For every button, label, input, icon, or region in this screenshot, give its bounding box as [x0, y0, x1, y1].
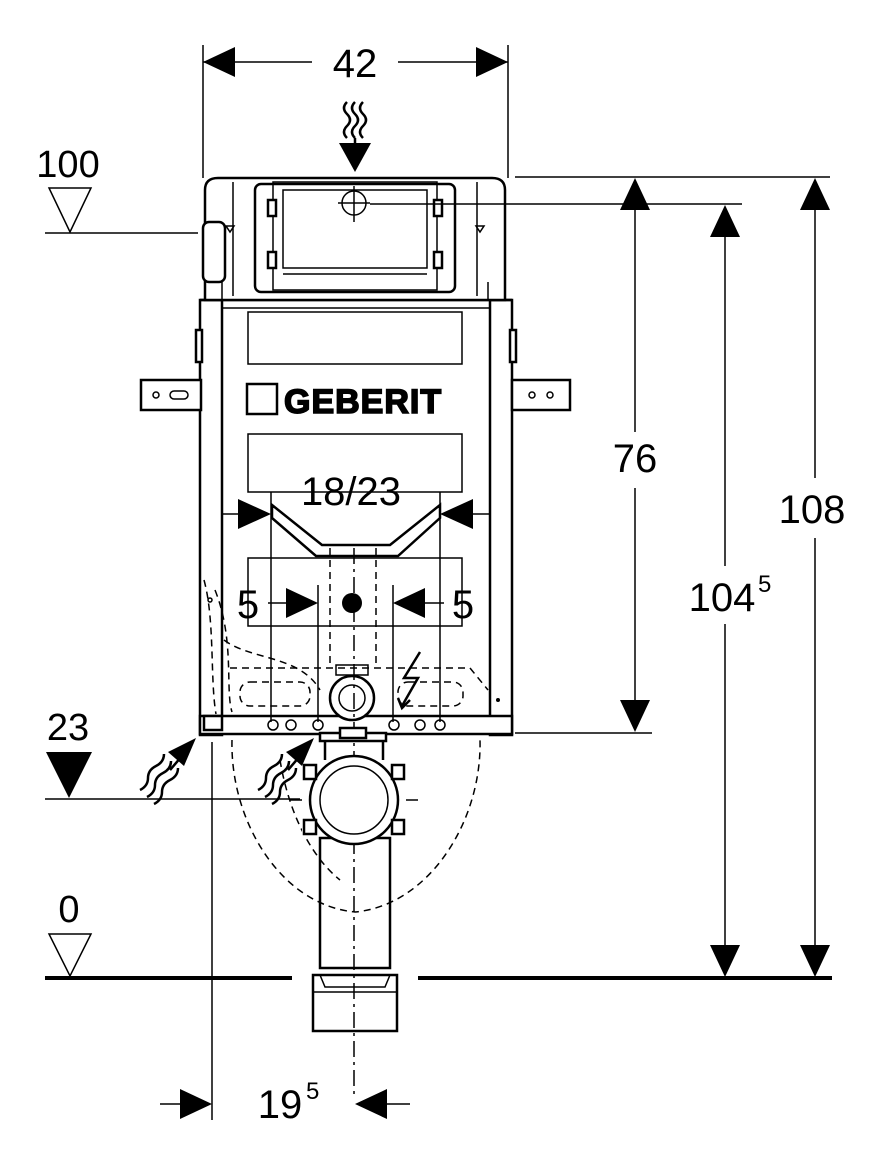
level-0-label: 0 [58, 889, 79, 931]
dim-height-total: 108 [779, 178, 846, 977]
geberit-logo: GEBERIT [245, 382, 442, 422]
dim-height-actuation: 104 5 [370, 203, 771, 977]
dim-right-offset-label: 5 [452, 583, 474, 627]
level-0: 0 [47, 889, 93, 978]
cistern [201, 176, 507, 302]
center-marker [342, 593, 362, 613]
dim-bottom-offset: 19 5 [160, 742, 410, 1127]
electrical-icon [400, 651, 422, 707]
dim-height-total-label: 108 [779, 488, 846, 532]
dim-width-top-label: 42 [333, 42, 378, 86]
dim-height-frame: 76 [515, 176, 830, 734]
level-23: 23 [45, 707, 300, 800]
drain-pipe [311, 836, 399, 1033]
dim-height-actuation-sup: 5 [758, 571, 771, 598]
dim-bottom-offset-sup: 5 [306, 1078, 319, 1105]
dim-offsets: 5 5 [237, 583, 474, 722]
level-100-label: 100 [36, 144, 99, 186]
level-23-label: 23 [47, 707, 89, 749]
dim-inner-width-label: 18/23 [301, 470, 401, 514]
pipe-socket [302, 726, 406, 846]
dim-inner-width: 18/23 [222, 470, 490, 722]
logo-text: GEBERIT [284, 383, 442, 421]
frame [139, 298, 572, 737]
water-inlet-center-icon [257, 738, 314, 806]
dim-bottom-offset-label: 19 [258, 1083, 303, 1127]
dim-height-actuation-label: 104 [689, 576, 756, 620]
dim-left-offset-label: 5 [237, 583, 259, 627]
level-100: 100 [36, 144, 198, 234]
toilet-bowl-outline [231, 739, 481, 913]
water-inlet-left-icon [139, 738, 196, 806]
dim-height-frame-label: 76 [613, 437, 658, 481]
water-inlet-top-icon [339, 101, 371, 172]
dim-width-top: 42 [202, 42, 509, 178]
